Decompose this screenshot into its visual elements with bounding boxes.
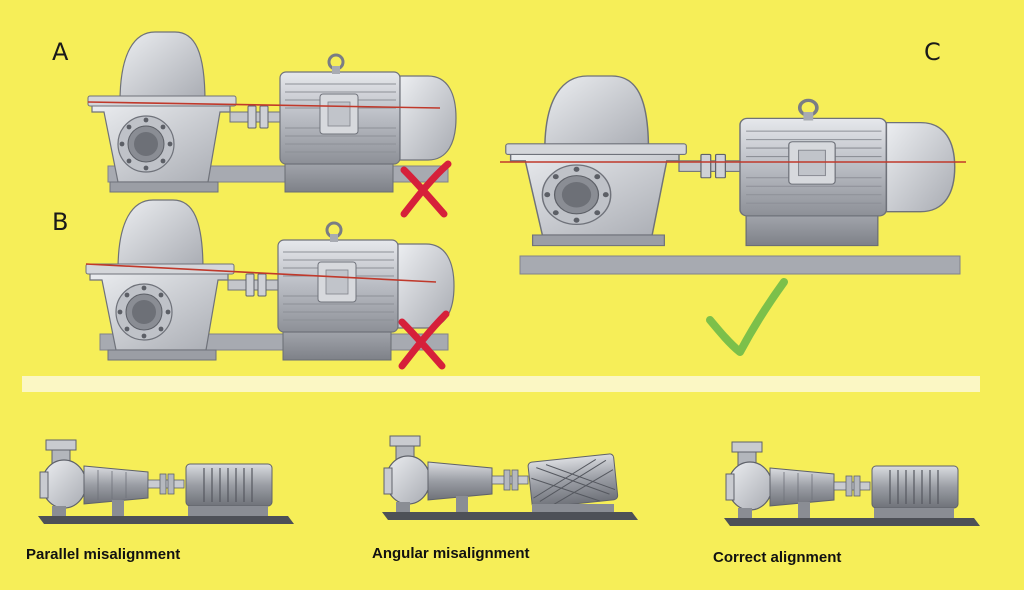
angular-misalignment-figure (382, 435, 638, 520)
check-mark-icon (706, 278, 788, 356)
parallel-misalignment-figure (37, 439, 295, 525)
section-divider (22, 376, 980, 392)
panel-c-label: C (924, 38, 941, 66)
panel-a-label: A (52, 38, 69, 66)
panel-b-axis-line (85, 263, 437, 283)
caption-correct-alignment: Correct alignment (713, 549, 842, 566)
panel-b-label: B (52, 208, 69, 236)
panel-a-assembly (86, 30, 458, 194)
panel-c-assembly (500, 74, 966, 275)
correct-alignment-figure (723, 441, 981, 527)
cross-mark-icon (400, 160, 452, 218)
panel-a-axis-line (87, 101, 441, 109)
caption-angular-misalignment: Angular misalignment (372, 545, 530, 562)
panel-b-assembly (84, 198, 456, 362)
caption-parallel-misalignment: Parallel misalignment (26, 546, 181, 563)
cross-mark-icon (398, 310, 450, 370)
